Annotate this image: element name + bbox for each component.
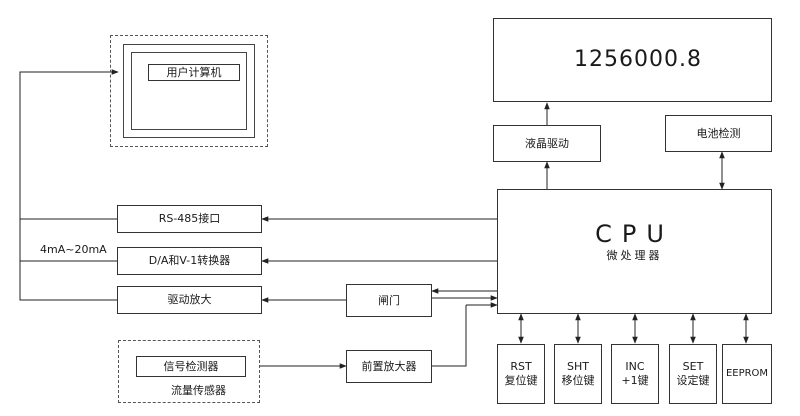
line-preamp-to-cpu	[432, 305, 467, 367]
arrow-bus-to-computer	[19, 69, 119, 219]
line-left-bus	[19, 218, 117, 301]
valve-block: 闸门	[346, 284, 432, 317]
key-inc[interactable]: INC +1键	[611, 344, 659, 404]
user-computer-enclosure	[110, 35, 268, 147]
display-panel: 1256000.8	[493, 18, 772, 102]
key-sht-label: 移位键	[561, 374, 595, 387]
key-inc-label: +1键	[621, 374, 649, 387]
user-computer-screen	[131, 52, 247, 130]
flow-sensor-label: 流量传感器	[171, 384, 226, 397]
cpu-block: CPU 微处理器	[497, 189, 772, 314]
key-sht[interactable]: SHT 移位键	[554, 344, 602, 404]
display-value: 1256000.8	[574, 47, 702, 73]
battery-check-block: 电池检测	[665, 115, 772, 152]
key-sht-name: SHT	[567, 360, 589, 374]
key-inc-name: INC	[625, 360, 645, 374]
key-set-label: 设定键	[676, 374, 710, 387]
rs485-block: RS-485接口	[117, 205, 262, 233]
key-rst-name: RST	[510, 360, 532, 374]
key-rst-label: 复位键	[504, 374, 538, 387]
signal-detector-block: 信号检测器	[136, 356, 246, 377]
key-rst[interactable]: RST 复位键	[497, 344, 545, 404]
user-computer-frame	[123, 44, 255, 138]
user-computer-label: 用户计算机	[148, 64, 240, 81]
flow-sensor-enclosure	[118, 340, 260, 403]
cpu-subtitle: 微处理器	[606, 248, 663, 262]
eeprom-block: EEPROM	[722, 344, 772, 404]
key-set[interactable]: SET 设定键	[669, 344, 717, 404]
key-set-name: SET	[682, 360, 704, 374]
dac-block: D/A和V-1转换器	[117, 247, 262, 275]
preamp-block: 前置放大器	[346, 350, 432, 383]
lcd-driver-block: 液晶驱动	[493, 125, 601, 162]
current-output-label: 4mA~20mA	[40, 243, 107, 256]
driver-amp-block: 驱动放大	[117, 286, 262, 314]
eeprom-name: EEPROM	[725, 367, 769, 379]
cpu-title: CPU	[595, 219, 674, 248]
